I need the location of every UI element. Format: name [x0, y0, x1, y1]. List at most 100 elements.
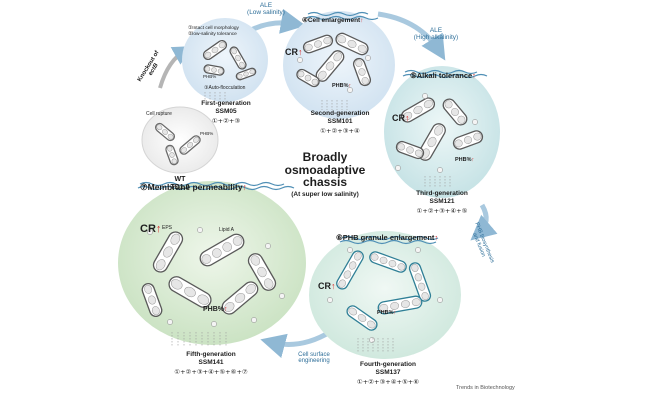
gen4-cr-text: CR	[318, 281, 331, 291]
ale-high-alkalinity-line-2: (High alkalinity)	[413, 33, 459, 41]
gen1-feature-1: ①Intact cell morphology	[188, 26, 239, 31]
gen5-up-arrow: ↑	[242, 182, 247, 192]
oh-ion-dot	[297, 57, 303, 63]
gen4-name: Fourth-generation	[360, 361, 416, 368]
gen4-up-arrow: ↑	[434, 233, 439, 242]
gen5-lipid-label: Lipid A	[219, 227, 235, 233]
wt-cell	[179, 135, 201, 155]
wt-cell	[165, 144, 179, 166]
gen5-phb: PHB%↑	[203, 306, 228, 313]
gen4-phb: PHB%↑	[377, 310, 397, 317]
gen4-phb-arrow: ↑	[393, 310, 397, 316]
gen4-cell	[408, 262, 432, 302]
water-waves	[137, 11, 488, 245]
gen3-phb-arrow: ↑	[471, 157, 475, 163]
gen3-cr: CR↑	[392, 113, 410, 123]
chassis-subtitle: (At super low salinity)	[291, 191, 359, 198]
chassis-title: Broadly osmoadaptive chassis	[270, 151, 380, 189]
gen1-phb-label: PHB%	[203, 74, 217, 79]
gen4-cell	[346, 305, 378, 331]
gen5-cell	[152, 231, 184, 273]
gen2-strain: SSM101	[327, 118, 353, 125]
gen1-formula: ①+②+③	[211, 117, 241, 125]
gen3-feature-text: ⑤Alkali tolerance	[410, 71, 473, 80]
gen3-name: Third-generation	[416, 190, 468, 197]
chassis-title-line-1: Broadly	[302, 150, 348, 164]
gen2-name: Second-generation	[310, 110, 370, 117]
oh-ion-dot	[147, 229, 153, 235]
gen4-cell	[336, 250, 364, 290]
gen2-up-arrow: ↑	[360, 17, 364, 24]
gen5-cell	[221, 281, 259, 315]
gen2-feature-text: ④Cell enlargement	[302, 17, 361, 24]
gen3-cell	[395, 140, 425, 160]
oh-ion-dot	[265, 243, 271, 249]
gen4-cell	[369, 251, 407, 273]
oh-ion-dot	[327, 297, 333, 303]
oh-ion-dot	[422, 93, 428, 99]
gen2-cr-text: CR	[285, 47, 298, 57]
gen3-cell	[418, 123, 446, 161]
gen1-cell	[203, 64, 225, 76]
gen5-cr-text: CR	[140, 223, 156, 235]
gen5-cr: CR↑	[140, 223, 162, 236]
cell-surface-line-1: Cell surface	[298, 352, 330, 358]
wt-name: WT	[174, 176, 186, 183]
gen2-feature: ④Cell enlargement↑	[302, 17, 364, 25]
gen5-cell	[168, 276, 212, 308]
gen4-strain: SSM137	[375, 369, 401, 376]
gen2-cell	[315, 50, 345, 82]
gen3-cell	[452, 130, 484, 150]
gen5-cell	[199, 233, 245, 267]
gen5-formula: ①+②+③+④+⑤+⑥+⑦	[174, 368, 248, 376]
cell-group	[141, 32, 484, 343]
gen3-cr-text: CR	[392, 113, 405, 123]
oh-ion-dot	[167, 319, 173, 325]
oh-ion-dot	[437, 297, 443, 303]
gen5-cell	[247, 253, 277, 291]
gen1-strain: SSM05	[215, 108, 237, 115]
oh-ion-dot	[347, 247, 353, 253]
gen5-cell	[141, 283, 163, 317]
wt-strain: TD1.0	[170, 184, 190, 191]
phb-biosynthesis-arrow	[470, 203, 498, 241]
gen1-feature-3: ③Auto-flocculation	[204, 85, 246, 91]
ale-low-salinity-line-2: (Low salinity)	[247, 8, 285, 16]
gen1-cell	[202, 39, 228, 61]
wt-cell	[154, 122, 176, 142]
oh-ion-dot	[347, 87, 353, 93]
oh-ion-dot	[211, 321, 217, 327]
gen3-cell	[442, 98, 468, 126]
ale-low-salinity-line-1: ALE	[259, 2, 273, 9]
gen5-cr-arrow: ↑	[155, 223, 162, 235]
gen2-cr: CR↑	[285, 47, 303, 57]
cell-rupture-label: Cell rupture	[146, 111, 172, 117]
oh-ion-dot	[279, 293, 285, 299]
gen5-strain: SSM141	[198, 359, 224, 366]
chassis-title-line-2: osmoadaptive	[284, 162, 366, 177]
gen4-cell	[377, 295, 423, 315]
cell-surface-arrow	[260, 329, 332, 358]
oh-ion-dot	[395, 165, 401, 171]
gen1-feature-2: ②low-salinity tolerance	[188, 32, 237, 37]
gen3-phb: PHB%↑	[455, 157, 475, 164]
oh-ion-dot	[197, 227, 203, 233]
gen2-formula: ①+②+③+④	[320, 127, 360, 135]
ale-low-salinity-label: ALE (Low salinity)	[236, 2, 296, 17]
gen4-cr-arrow: ↑	[331, 281, 336, 291]
gen2-phb-text: PHB%	[332, 83, 349, 89]
gen5-phb-text: PHB%	[203, 306, 225, 313]
gen3-phb-text: PHB%	[455, 157, 472, 163]
gen1-cell	[235, 67, 257, 81]
oh-ion-dot	[437, 167, 443, 173]
gen2-cell	[302, 34, 334, 54]
cell-surface-label: Cell surface engineering	[284, 352, 344, 365]
gen2-cr-arrow: ↑	[298, 47, 303, 57]
ale-high-alkalinity-arrow	[377, 11, 446, 61]
gen3-cr-arrow: ↑	[405, 113, 410, 123]
first-generation-disc	[182, 18, 268, 102]
gen5-feature-text: ⑦Membrane permeability	[140, 182, 243, 192]
wt-phb-label: PHB%	[200, 131, 214, 136]
